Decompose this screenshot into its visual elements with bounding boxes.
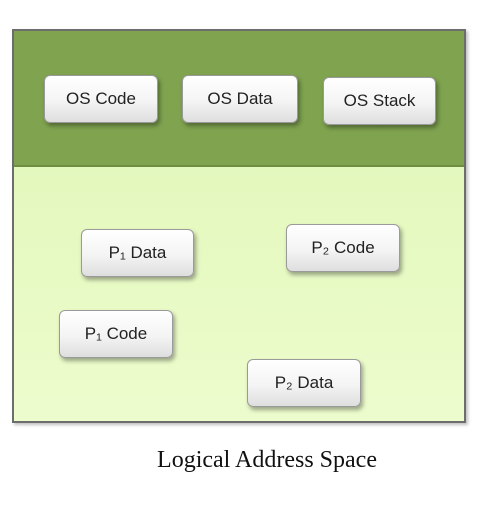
os-code-segment: OS Code bbox=[44, 75, 158, 123]
logical-address-space-diagram: OS Code OS Data OS Stack P₁ Data P₂ Code… bbox=[12, 29, 466, 423]
p1-code-segment: P₁ Code bbox=[59, 310, 173, 358]
os-stack-segment: OS Stack bbox=[323, 77, 436, 125]
p1-data-segment: P₁ Data bbox=[81, 229, 194, 277]
process-region: P₁ Data P₂ Code P₁ Code P₂ Data bbox=[14, 167, 464, 421]
p2-data-segment: P₂ Data bbox=[247, 359, 361, 407]
diagram-caption: Logical Address Space bbox=[157, 447, 377, 473]
p1-code-label: P₁ Code bbox=[84, 324, 148, 343]
os-data-label: OS Data bbox=[207, 89, 273, 108]
os-stack-label: OS Stack bbox=[343, 91, 416, 110]
p1-data-label: P₁ Data bbox=[108, 243, 167, 262]
os-data-segment: OS Data bbox=[182, 75, 298, 123]
p2-code-label: P₂ Code bbox=[311, 238, 375, 257]
p2-code-segment: P₂ Code bbox=[286, 224, 400, 272]
p2-data-label: P₂ Data bbox=[274, 373, 334, 392]
os-code-label: OS Code bbox=[66, 89, 136, 108]
os-region: OS Code OS Data OS Stack bbox=[14, 31, 464, 167]
